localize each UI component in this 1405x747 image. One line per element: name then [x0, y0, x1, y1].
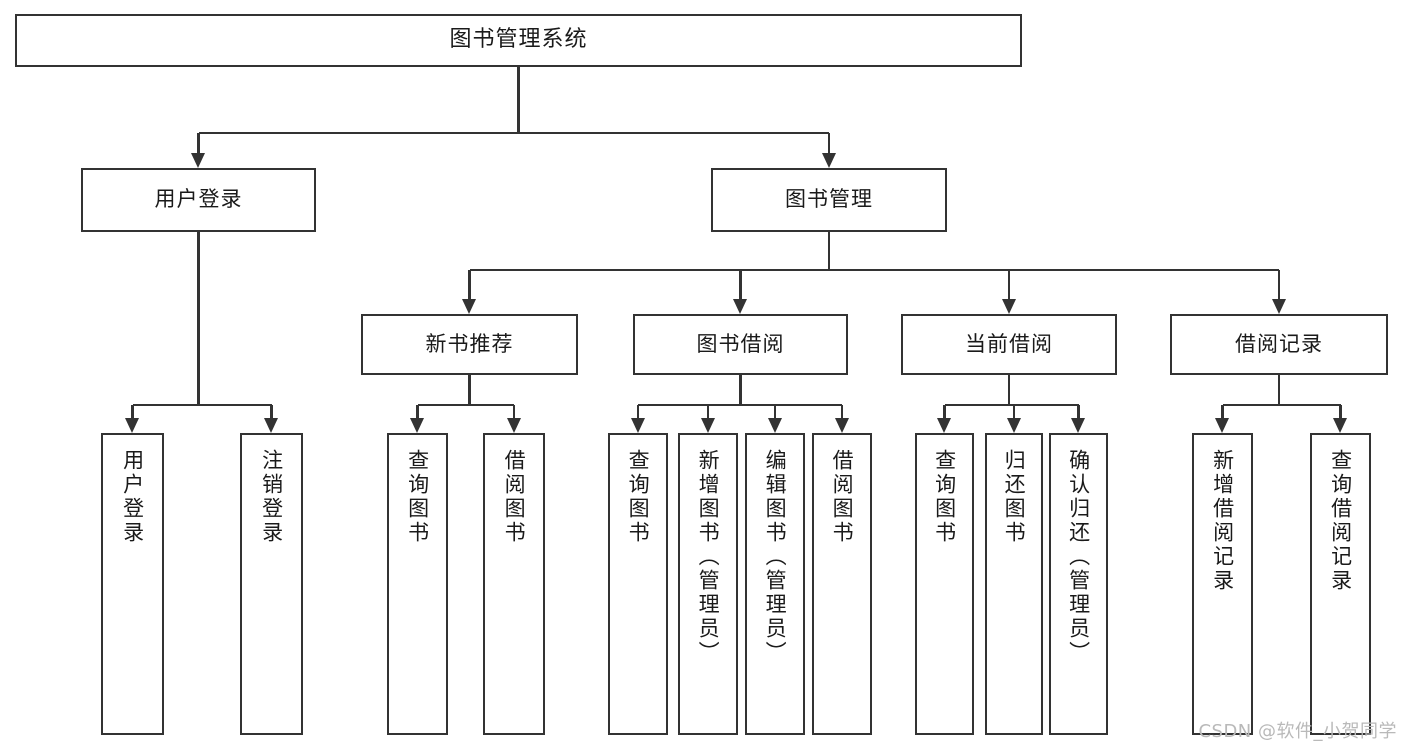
- node-label: 图书管理: [785, 187, 873, 212]
- connector-drop-n-new-book-rec: [468, 270, 471, 301]
- node-l-query-book-3[interactable]: 查询图书: [915, 433, 974, 735]
- node-label: 查询借阅记录: [1328, 449, 1353, 593]
- node-label: 新增借阅记录: [1210, 449, 1235, 593]
- connector-drop-l-borrow-book-1: [512, 405, 516, 420]
- node-label: 借阅记录: [1235, 331, 1323, 356]
- node-label: 新增图书（管理员）: [696, 449, 721, 665]
- node-l-query-book-1[interactable]: 查询图书: [387, 433, 448, 735]
- arrow-head-icon: [1333, 418, 1347, 433]
- connector-drop-l-query-book-2: [636, 405, 640, 420]
- csdn-watermark: CSDN @软件_小贺同学: [1198, 721, 1397, 742]
- node-label: 图书管理系统: [449, 27, 588, 53]
- node-l-return-book[interactable]: 归还图书: [985, 433, 1043, 735]
- arrow-head-icon: [1006, 418, 1021, 433]
- node-n-book-mgmt[interactable]: 图书管理: [711, 168, 947, 232]
- node-n-current-borrow[interactable]: 当前借阅: [901, 314, 1117, 375]
- connector-drop-n-book-borrow: [739, 270, 742, 301]
- connector-drop-l-edit-book-admin: [773, 405, 777, 420]
- connector-bus-n-book-mgmt: [469, 268, 1279, 272]
- arrow-head-icon: [264, 418, 278, 433]
- connector-drop-l-query-book-3: [943, 405, 946, 420]
- connector-stem-n-borrow-record: [1277, 375, 1281, 405]
- node-root[interactable]: 图书管理系统: [15, 14, 1022, 67]
- node-label: 用户登录: [154, 187, 243, 212]
- node-l-user-login[interactable]: 用户登录: [101, 433, 164, 735]
- arrow-head-icon: [821, 153, 836, 168]
- arrow-head-icon: [1215, 418, 1229, 433]
- connector-drop-l-confirm-return: [1077, 405, 1080, 420]
- connector-drop-l-add-borrow-rec: [1221, 405, 1224, 420]
- arrow-head-icon: [1071, 418, 1085, 433]
- node-l-borrow-book-2[interactable]: 借阅图书: [812, 433, 872, 735]
- connector-bus-n-book-borrow: [638, 403, 842, 407]
- connector-stem-n-current-borrow: [1007, 375, 1011, 405]
- connector-drop-l-user-logout: [270, 405, 273, 420]
- connector-drop-l-return-book: [1012, 405, 1016, 420]
- connector-bus-root: [198, 131, 829, 135]
- node-label: 当前借阅: [965, 331, 1053, 356]
- node-l-user-logout[interactable]: 注销登录: [240, 433, 303, 735]
- arrow-head-icon: [1271, 299, 1286, 314]
- node-n-book-borrow[interactable]: 图书借阅: [633, 314, 848, 375]
- node-l-confirm-return[interactable]: 确认归还（管理员）: [1049, 433, 1108, 735]
- node-label: 归还图书: [1002, 449, 1027, 545]
- connector-stem-n-book-mgmt: [827, 232, 831, 270]
- node-label: 用户登录: [120, 449, 145, 545]
- node-l-query-book-2[interactable]: 查询图书: [608, 433, 668, 735]
- node-n-borrow-record[interactable]: 借阅记录: [1170, 314, 1388, 375]
- arrow-head-icon: [630, 418, 645, 433]
- arrow-head-icon: [191, 153, 205, 168]
- arrow-head-icon: [700, 418, 715, 433]
- arrow-head-icon: [767, 418, 782, 433]
- node-label: 编辑图书（管理员）: [763, 449, 788, 665]
- connector-stem-n-book-borrow: [739, 375, 742, 405]
- connector-bus-n-new-book-rec: [417, 403, 514, 407]
- node-l-add-book-admin[interactable]: 新增图书（管理员）: [678, 433, 738, 735]
- node-label: 确认归还（管理员）: [1066, 449, 1091, 665]
- connector-bus-n-current-borrow: [944, 403, 1079, 407]
- connector-drop-n-user-login: [197, 133, 200, 155]
- connector-drop-n-borrow-record: [1277, 270, 1281, 301]
- node-label: 注销登录: [259, 449, 284, 545]
- arrow-head-icon: [1001, 299, 1016, 314]
- node-label: 查询图书: [405, 449, 430, 545]
- connector-drop-n-current-borrow: [1007, 270, 1011, 301]
- node-l-add-borrow-rec[interactable]: 新增借阅记录: [1192, 433, 1253, 735]
- connector-bus-n-borrow-record: [1222, 403, 1341, 407]
- connector-drop-l-borrow-book-2: [840, 405, 844, 420]
- arrow-head-icon: [506, 418, 521, 433]
- connector-stem-root: [517, 67, 520, 133]
- node-n-new-book-rec[interactable]: 新书推荐: [361, 314, 578, 375]
- connector-stem-n-user-login: [197, 232, 200, 405]
- node-label: 图书借阅: [696, 331, 785, 356]
- arrow-head-icon: [937, 418, 951, 433]
- arrow-head-icon: [125, 418, 139, 433]
- node-l-borrow-book-1[interactable]: 借阅图书: [483, 433, 545, 735]
- connector-drop-l-add-book-admin: [706, 405, 710, 420]
- arrow-head-icon: [410, 418, 424, 433]
- arrow-head-icon: [733, 299, 747, 314]
- connector-drop-l-user-login: [131, 405, 134, 420]
- connector-drop-l-query-borrow-rec: [1339, 405, 1342, 420]
- connector-stem-n-new-book-rec: [468, 375, 471, 405]
- node-l-edit-book-admin[interactable]: 编辑图书（管理员）: [745, 433, 805, 735]
- node-label: 借阅图书: [830, 449, 855, 545]
- node-label: 新书推荐: [425, 331, 514, 356]
- arrow-head-icon: [834, 418, 849, 433]
- node-label: 查询图书: [626, 449, 651, 545]
- connector-drop-l-query-book-1: [416, 405, 419, 420]
- node-label: 借阅图书: [502, 449, 527, 545]
- arrow-head-icon: [462, 299, 476, 314]
- connector-bus-n-user-login: [132, 403, 272, 407]
- connector-drop-n-book-mgmt: [827, 133, 831, 155]
- node-n-user-login[interactable]: 用户登录: [81, 168, 316, 232]
- node-l-query-borrow-rec[interactable]: 查询借阅记录: [1310, 433, 1371, 735]
- node-label: 查询图书: [932, 449, 957, 545]
